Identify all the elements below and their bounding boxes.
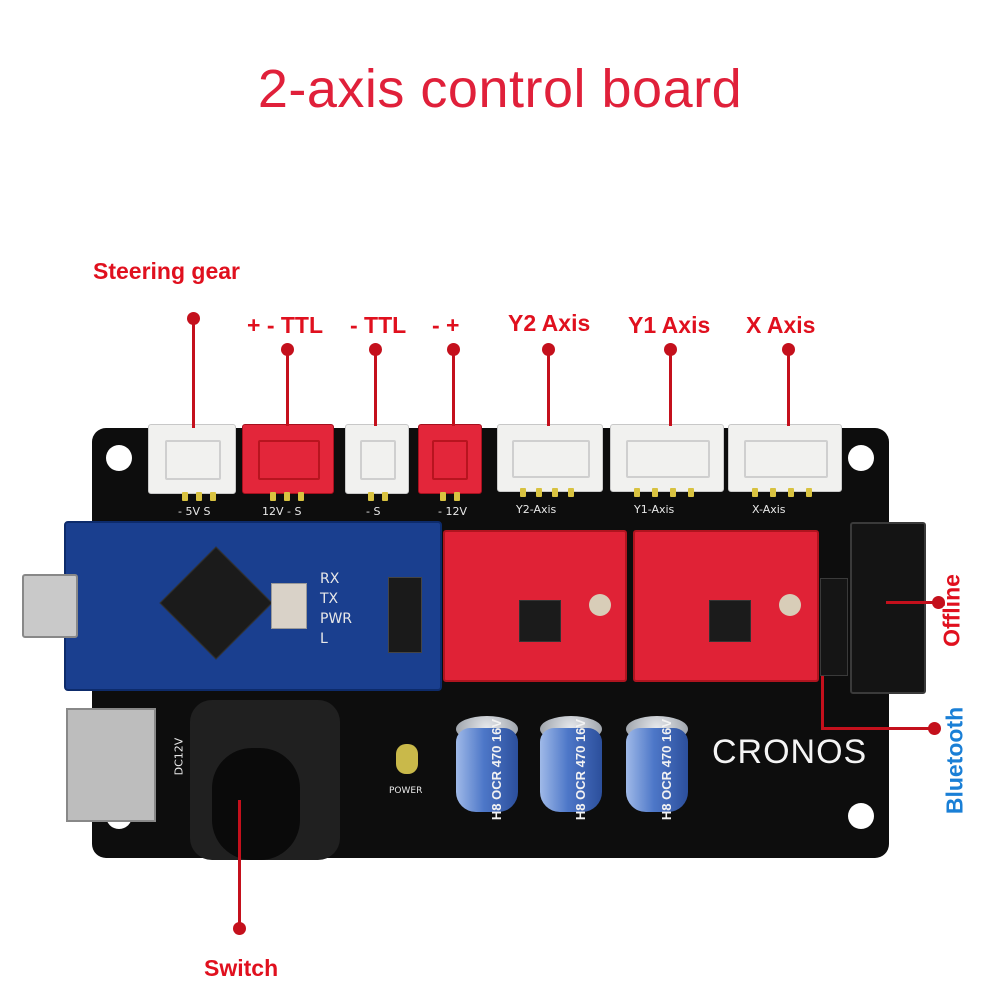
- connector-pin: [520, 488, 526, 497]
- label-offline: Offline: [938, 574, 965, 647]
- silk-tx: TX: [320, 591, 339, 607]
- callout-dot: [928, 722, 941, 735]
- driver-chip: [709, 600, 751, 642]
- callout-line: [669, 349, 672, 426]
- connector-pin: [284, 492, 290, 501]
- jumper-header: [388, 577, 422, 653]
- callout-line: [821, 676, 824, 730]
- capacitor-label: H8 OCR 470 16V: [659, 718, 675, 821]
- label-bluetooth: Bluetooth: [941, 706, 968, 815]
- dc-power-jack: [66, 708, 156, 822]
- label-steering-gear: Steering gear: [93, 258, 240, 284]
- connector-slot: [626, 440, 710, 478]
- connector-pin: [652, 488, 658, 497]
- connector-slot: [258, 440, 320, 480]
- offline-header: [850, 522, 926, 694]
- switch-knob: [212, 748, 300, 860]
- reset-button: [271, 583, 307, 629]
- label-x-axis: X Axis: [746, 312, 816, 338]
- arduino-nano: RX TX PWR L: [64, 521, 442, 691]
- capacitor-label: H8 OCR 470 16V: [573, 718, 589, 821]
- connector-pin: [454, 492, 460, 501]
- connector-pin: [634, 488, 640, 497]
- connector-pin: [440, 492, 446, 501]
- silk-l: L: [320, 631, 328, 647]
- mount-hole: [848, 803, 874, 829]
- silk-y1-axis: Y1-Axis: [634, 503, 675, 516]
- silk-pwr: PWR: [320, 611, 353, 627]
- connector-pin: [552, 488, 558, 497]
- connector-pin: [752, 488, 758, 497]
- cronos-logo: CRONOS: [712, 733, 868, 771]
- silk-rx: RX: [320, 571, 340, 587]
- microcontroller-chip: [159, 546, 273, 660]
- callout-line: [238, 800, 241, 928]
- page-title: 2-axis control board: [257, 59, 743, 119]
- connector-pin: [536, 488, 542, 497]
- mount-hole: [106, 445, 132, 471]
- label-switch: Switch: [204, 955, 279, 981]
- callout-line: [192, 318, 195, 428]
- potentiometer: [779, 594, 801, 616]
- label-y1-axis: Y1 Axis: [628, 312, 711, 338]
- connector-slot: [432, 440, 468, 480]
- silk-x-axis: X-Axis: [752, 503, 786, 516]
- connector-slot: [360, 440, 396, 480]
- potentiometer: [589, 594, 611, 616]
- silk-dc12v: DC12V: [172, 737, 186, 776]
- connector-pin: [568, 488, 574, 497]
- callout-dot: [932, 596, 945, 609]
- connector-slot: [744, 440, 828, 478]
- silk-steering-pins: - 5V S: [178, 505, 211, 518]
- connector-pin: [382, 492, 388, 501]
- connector-pin: [688, 488, 694, 497]
- y2-axis-connector: [497, 424, 603, 492]
- driver-chip: [519, 600, 561, 642]
- x-axis-connector: [728, 424, 842, 492]
- mount-hole: [848, 445, 874, 471]
- callout-line: [821, 727, 931, 730]
- silk-power-pins: - 12V: [438, 505, 467, 518]
- callout-line: [787, 349, 790, 426]
- label-y2-axis: Y2 Axis: [508, 310, 591, 336]
- callout-line: [547, 349, 550, 426]
- connector-pin: [196, 492, 202, 501]
- callout-line: [286, 349, 289, 426]
- silk-ttl-pins: 12V - S: [262, 505, 302, 518]
- silk-ttl2-pins: - S: [366, 505, 381, 518]
- connector-pin: [270, 492, 276, 501]
- connector-pin: [368, 492, 374, 501]
- silk-y2-axis: Y2-Axis: [516, 503, 557, 516]
- mini-usb-port: [22, 574, 78, 638]
- connector-slot: [165, 440, 221, 480]
- callout-line: [452, 349, 455, 426]
- connector-pin: [788, 488, 794, 497]
- label-ttl-m: - TTL: [350, 312, 407, 338]
- y2-stepper-driver: [443, 530, 627, 682]
- bluetooth-header: [820, 578, 848, 676]
- label-power: - +: [432, 312, 460, 338]
- callout-line: [886, 601, 936, 604]
- ttl-connector-2: [345, 424, 409, 494]
- connector-pin: [182, 492, 188, 501]
- capacitor: [456, 728, 518, 812]
- power-connector: [418, 424, 482, 494]
- connector-pin: [298, 492, 304, 501]
- connector-pin: [806, 488, 812, 497]
- power-led: [396, 744, 418, 774]
- callout-dot: [233, 922, 246, 935]
- capacitor-label: H8 OCR 470 16V: [489, 718, 505, 821]
- label-ttl-pm: + - TTL: [247, 312, 324, 338]
- connector-pin: [770, 488, 776, 497]
- callout-line: [374, 349, 377, 426]
- connector-pin: [210, 492, 216, 501]
- y1-axis-connector: [610, 424, 724, 492]
- y1-stepper-driver: [633, 530, 819, 682]
- capacitor: [540, 728, 602, 812]
- connector-pin: [670, 488, 676, 497]
- silk-power: POWER: [389, 786, 423, 796]
- capacitor: [626, 728, 688, 812]
- connector-slot: [512, 440, 590, 478]
